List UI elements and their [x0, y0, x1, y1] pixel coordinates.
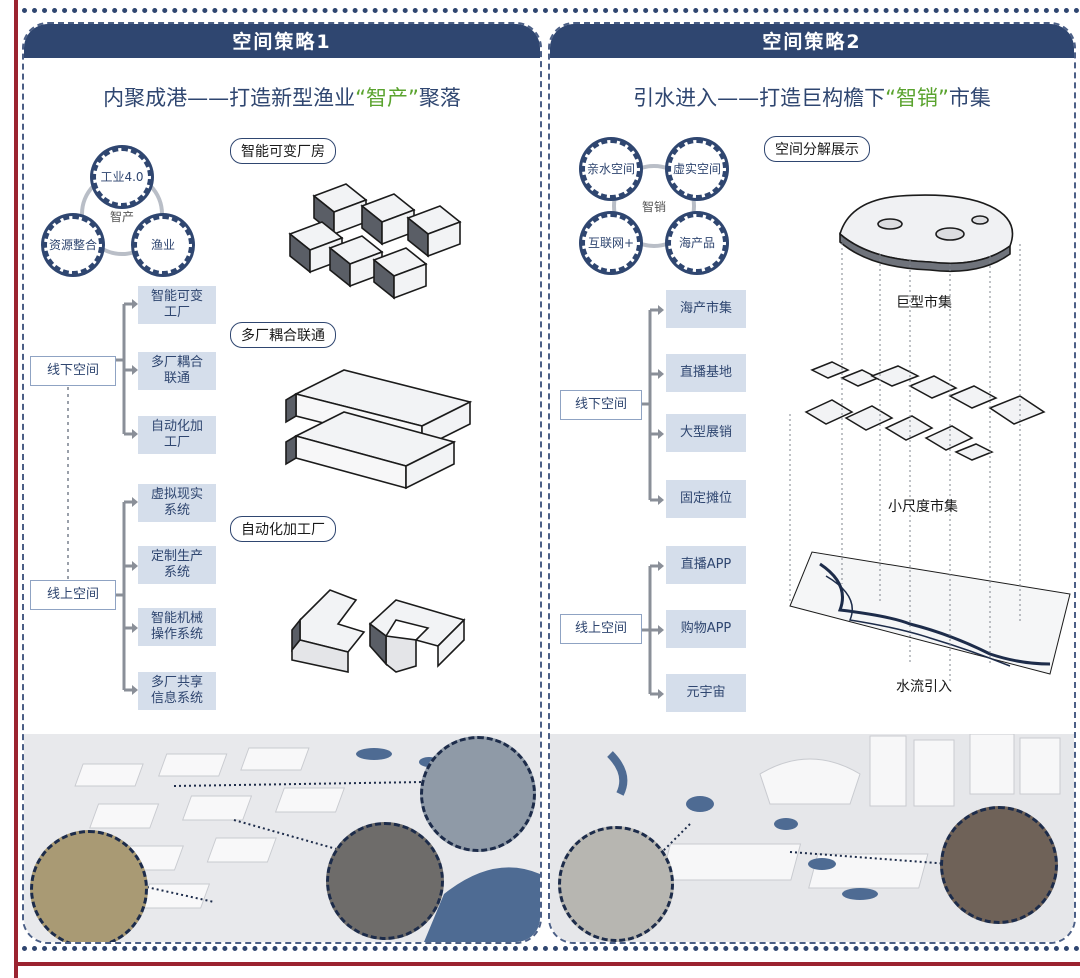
vignette-town-photo [420, 736, 536, 852]
strategy-1-title-post: 聚落 [418, 86, 461, 110]
variable-factory-blocks [288, 183, 462, 300]
online-item: 定制生产系统 [138, 546, 216, 584]
hub-center-label: 智产 [109, 210, 134, 224]
layer-label-small-market: 小尺度市集 [888, 499, 958, 515]
offline-item: 自动化加工厂 [138, 416, 216, 454]
offline-space-root: 线下空间 [30, 356, 116, 386]
strategy-1-panel: 空间策略1 内聚成港——打造新型渔业“智产”聚落 [22, 22, 542, 944]
strategy-1-title-pre: 内聚成港——打造新型渔业 [103, 86, 356, 110]
diagram-label-automated-factory: 自动化加工厂 [230, 516, 336, 542]
diagram-label-variable-factory: 智能可变厂房 [230, 138, 336, 164]
vignette-factory-line-photo [30, 830, 148, 942]
online-item: 多厂共享信息系统 [138, 672, 216, 710]
top-dotted-border [22, 8, 1080, 13]
small-market-blocks [804, 361, 1046, 461]
offline-item: 海产市集 [666, 290, 746, 328]
vignette-market-interior-photo [558, 826, 674, 942]
bottom-dotted-border [22, 946, 1080, 951]
offline-item: 大型展销 [666, 414, 746, 452]
online-space-root: 线上空间 [560, 614, 642, 644]
offline-space-root: 线下空间 [560, 390, 642, 420]
hub-node-waterfront: 亲水空间 [582, 140, 640, 198]
online-item: 智能机械操作系统 [138, 608, 216, 646]
coupled-factory-bars [285, 369, 473, 490]
layer-label-water-inflow: 水流引入 [896, 679, 952, 695]
layer-label-mega-market: 巨型市集 [896, 295, 952, 311]
vignette-robot-photo [326, 822, 444, 940]
online-item: 购物APP [666, 610, 746, 648]
online-item: 直播APP [666, 546, 746, 584]
strategy-2-title-post: 市集 [948, 86, 991, 110]
strategy-1-diagram-lines [67, 172, 473, 695]
hub-node-fishery: 渔业 [134, 216, 192, 274]
hub-node-resource: 资源整合 [44, 216, 102, 274]
strategy-2-title: 引水进入——打造巨构檐下“智销”市集 [550, 82, 1074, 112]
offline-item: 智能可变工厂 [138, 286, 216, 324]
water-layer [789, 551, 1071, 675]
strategy-2-diagram-lines [612, 164, 1071, 699]
automated-factory-blocks [291, 589, 466, 673]
offline-item: 直播基地 [666, 354, 746, 392]
mega-market-roof [839, 194, 1014, 273]
site-aerial-image-2 [550, 733, 1074, 942]
strategy-2-header: 空间策略2 [550, 24, 1074, 58]
site-aerial-image-1 [24, 734, 540, 942]
strategy-1-title-highlight: “智产” [355, 86, 419, 110]
hub-node-industry: 工业4.0 [93, 148, 151, 206]
diagram-label-exploded-view: 空间分解展示 [764, 136, 870, 162]
online-space-root: 线上空间 [30, 580, 116, 610]
hub-node-seafood: 海产品 [668, 214, 726, 272]
diagram-label-coupled-factory: 多厂耦合联通 [230, 322, 336, 348]
strategy-2-panel: 空间策略2 引水进入——打造巨构檐下“智销”市集 [548, 22, 1076, 944]
strategy-2-title-highlight: “智销” [885, 86, 949, 110]
online-item: 虚拟现实系统 [138, 484, 216, 522]
offline-item: 多厂耦合联通 [138, 352, 216, 390]
offline-item: 固定摊位 [666, 480, 746, 518]
frame-bottom-border [14, 962, 1080, 966]
strategy-2-title-pre: 引水进入——打造巨构檐下 [633, 86, 886, 110]
hub-center-label: 智销 [641, 200, 666, 214]
strategy-1-header: 空间策略1 [24, 24, 540, 58]
hub-node-virtual-real: 虚实空间 [668, 140, 726, 198]
strategy-1-title: 内聚成港——打造新型渔业“智产”聚落 [24, 82, 540, 112]
vignette-market-hall-photo [940, 806, 1058, 924]
hub-node-internet: 互联网+ [582, 214, 640, 272]
online-item: 元宇宙 [666, 674, 746, 712]
frame-left-border [14, 0, 18, 978]
